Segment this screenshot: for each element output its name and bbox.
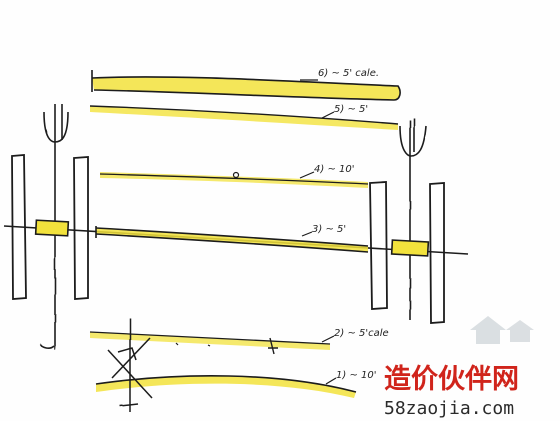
svg-text:3) ~ 5': 3) ~ 5': [312, 224, 346, 235]
post-right-inner: [369, 181, 388, 310]
plank-4: [99, 171, 369, 188]
annotation-2: 2) ~ 5'cale: [321, 328, 389, 343]
watermark-cn: 造价伙伴网: [384, 364, 519, 395]
plank-2: [89, 331, 331, 355]
post-left-inner: [73, 156, 89, 300]
svg-text:2) ~ 5'cale: 2) ~ 5'cale: [334, 328, 389, 339]
plank-6: [91, 70, 401, 101]
right-fork: [399, 118, 427, 320]
annotation-5: 5) ~ 5': [321, 104, 368, 119]
annotation-6: 6) ~ 5' cale.: [300, 68, 379, 81]
annotation-1: 1) ~ 10': [325, 370, 376, 385]
watermark: 造价伙伴网 58zaojia.com: [384, 316, 534, 419]
tripod-sketch: [107, 318, 153, 412]
plank-1: [95, 375, 357, 398]
svg-text:4) ~ 10': 4) ~ 10': [314, 164, 354, 175]
svg-text:5) ~ 5': 5) ~ 5': [334, 104, 368, 115]
annotation-3: 3) ~ 5': [301, 224, 346, 237]
post-right-outer: [429, 182, 445, 324]
watermark-logo: [470, 316, 534, 344]
watermark-url: 58zaojia.com: [384, 398, 514, 419]
plank-5: [89, 105, 399, 130]
svg-text:1) ~ 10': 1) ~ 10': [336, 370, 376, 381]
annotation-4: 4) ~ 10': [299, 164, 354, 179]
svg-text:6) ~ 5' cale.: 6) ~ 5' cale.: [318, 68, 379, 79]
main-axle: [3, 219, 469, 257]
